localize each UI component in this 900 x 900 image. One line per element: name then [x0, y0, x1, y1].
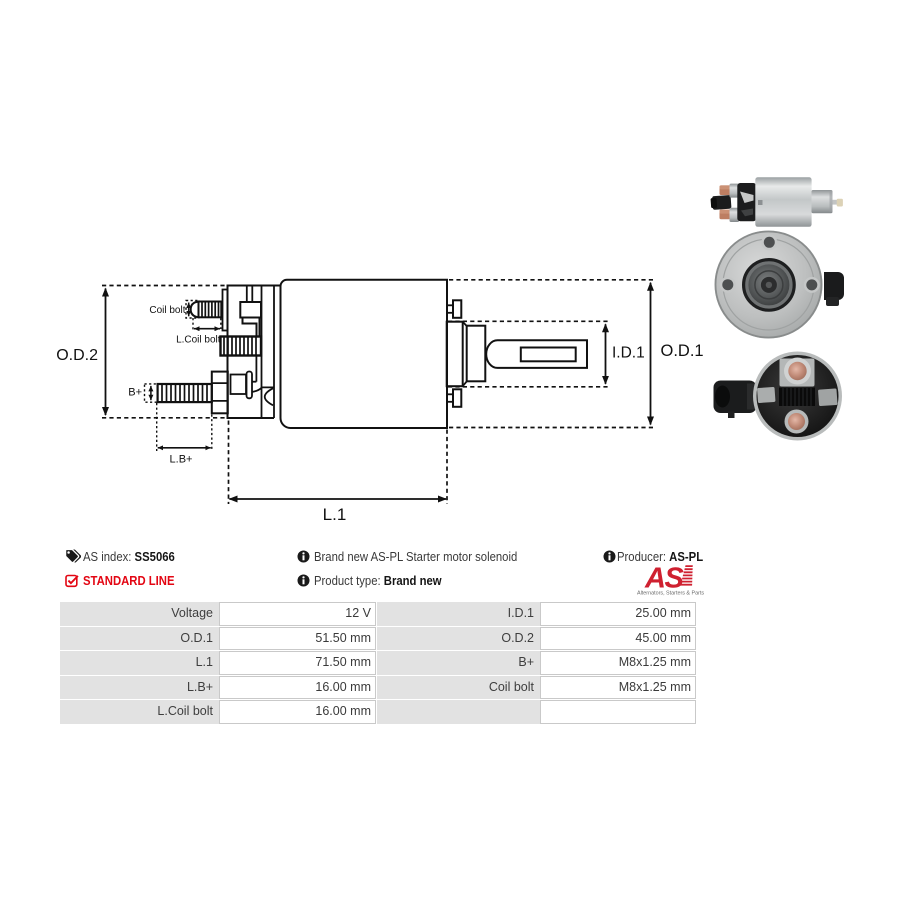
svg-text:L.Coil bolt: L.Coil bolt — [176, 335, 221, 346]
svg-text:I.D.1: I.D.1 — [612, 345, 645, 362]
svg-text:Alternators, Starters & Parts: Alternators, Starters & Parts — [637, 591, 704, 597]
svg-text:O.D.2: O.D.2 — [56, 347, 98, 364]
svg-text:O.D.1: O.D.1 — [661, 342, 704, 360]
svg-text:B+: B+ — [128, 387, 142, 399]
svg-text:AS: AS — [644, 563, 684, 595]
svg-text:L.1: L.1 — [323, 505, 347, 524]
svg-text:L.B+: L.B+ — [170, 454, 193, 466]
svg-text:Coil bolt: Coil bolt — [149, 305, 185, 316]
